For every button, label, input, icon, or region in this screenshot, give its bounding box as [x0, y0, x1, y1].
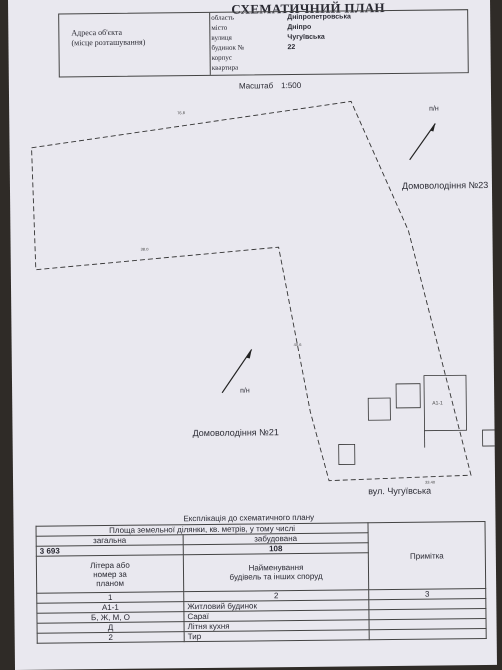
building-b [367, 397, 391, 421]
dimension-right: 40.6 [293, 341, 302, 348]
explication-table: Площа земельної ділянки, кв. метрів, у т… [36, 521, 487, 644]
document-sheet: СХЕМАТИЧНИЙ ПЛАН Адреса об'єкта (місце р… [8, 0, 497, 670]
name-header: Найменування будівель та інших споруд [183, 552, 369, 592]
building-o [482, 429, 496, 447]
building-d [338, 443, 356, 465]
building-main [423, 374, 467, 432]
building-zh [395, 383, 421, 409]
neighbor-21-label: Домоволодіння №21 [192, 427, 279, 439]
parcel-boundary [31, 100, 472, 482]
explication-title: Експлікація до схематичного плану [183, 512, 315, 524]
buildings-group [338, 374, 496, 465]
site-plan-drawing [31, 100, 496, 482]
north-label-middle: п/н [240, 387, 250, 395]
building-main-label: А1-1 [432, 400, 443, 407]
address-sublabel: (місце розташування) [71, 37, 146, 48]
north-arrow-middle [221, 349, 253, 394]
note-header: Примітка [367, 521, 486, 590]
address-label-cell: Адреса об'єкта (місце розташування) [59, 12, 211, 77]
address-box: Адреса об'єкта (місце розташування) обла… [58, 9, 469, 78]
dimension-left: 38.0 [140, 246, 149, 252]
north-arrow-top [409, 123, 436, 161]
dimension-top: 76.8 [177, 110, 186, 116]
field-apartment: квартира [211, 63, 239, 72]
address-label: Адреса об'єкта [71, 27, 123, 38]
north-label-top: п/н [429, 105, 439, 113]
street-label: вул. Чугуївська [368, 485, 432, 497]
neighbor-23-label: Домоволодіння №23 [401, 179, 489, 191]
dimension-bottom: 33.40 [425, 479, 436, 485]
letter-header: Літера або номер за планом [36, 554, 184, 594]
